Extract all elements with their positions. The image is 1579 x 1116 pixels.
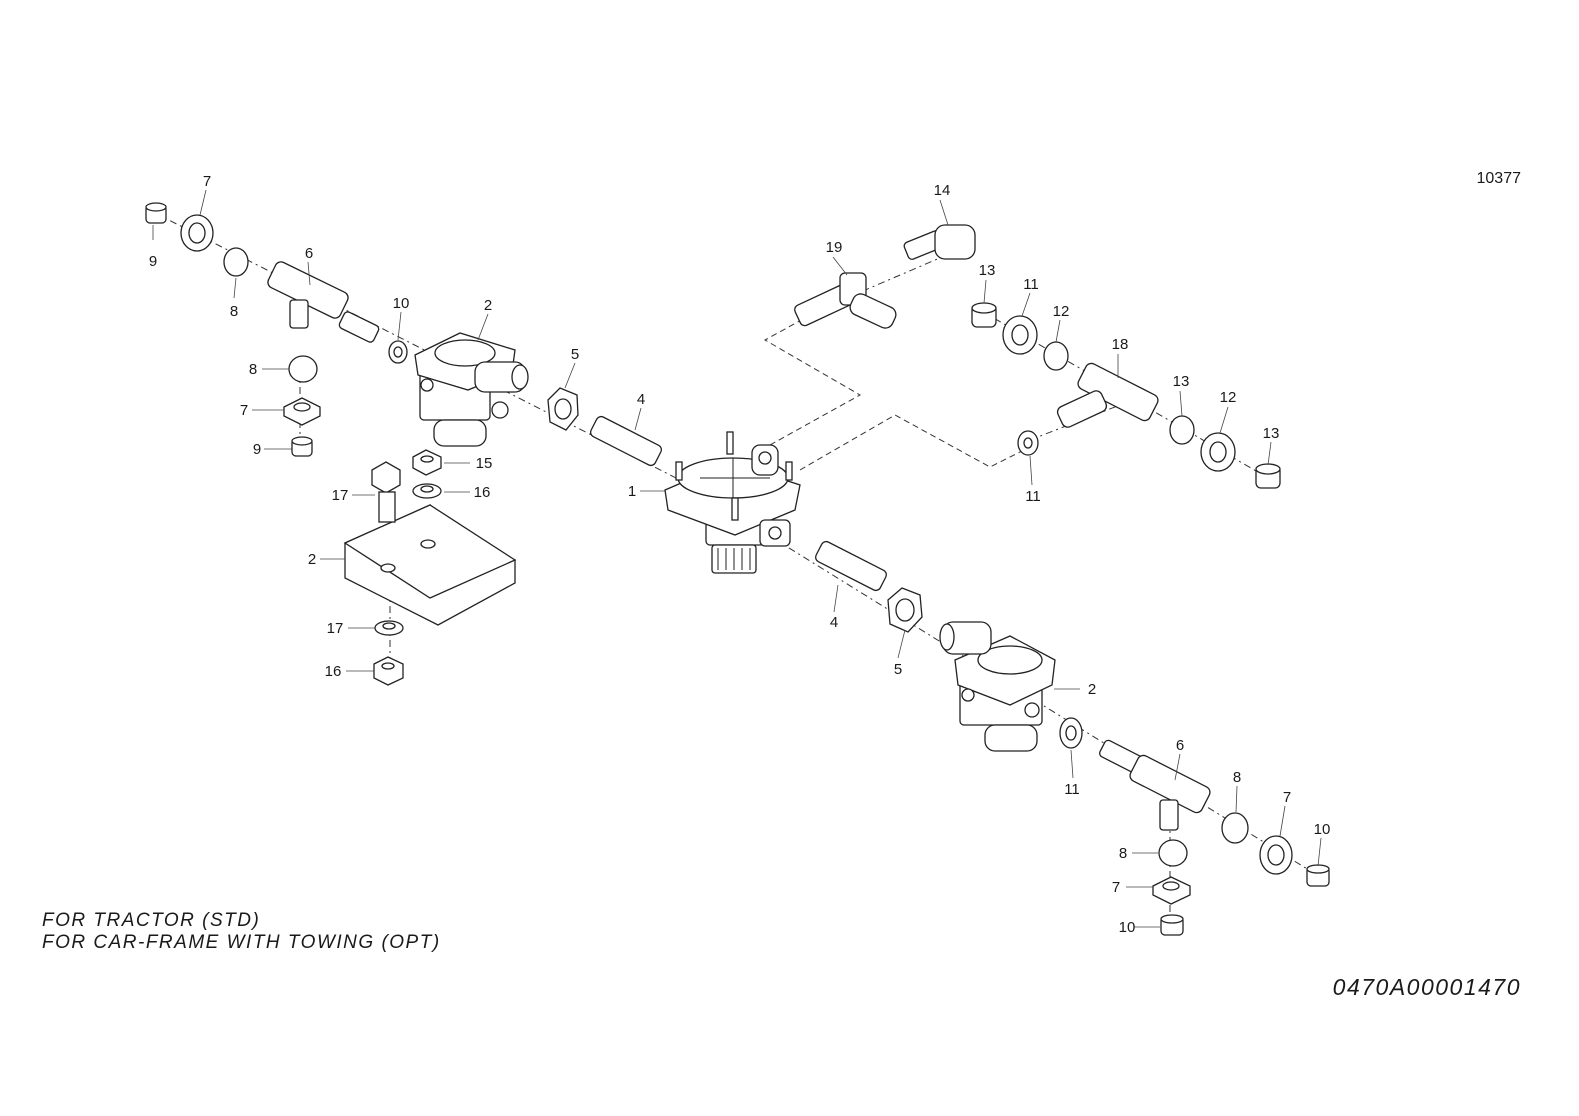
washer-lower	[374, 620, 404, 636]
callout-9: 10	[1314, 821, 1331, 838]
hex-nut-5-b	[887, 587, 923, 633]
olive-12-b	[1169, 415, 1195, 445]
bolt	[371, 461, 401, 523]
tee-fitting-6-b	[1099, 739, 1211, 831]
union-nut-11-b	[1200, 432, 1236, 472]
fitting-sleeve-9-b	[291, 436, 313, 457]
callout-17: 17	[332, 487, 349, 504]
reference-number: 10377	[1476, 170, 1522, 187]
callout-7: 7	[240, 402, 248, 419]
elbow-fitting-14	[903, 224, 976, 260]
sleeve-13-a	[971, 302, 997, 328]
sealing-ring-10-b	[1059, 717, 1083, 749]
fitting-sleeve-9-a	[145, 202, 167, 224]
callout-14: 14	[934, 182, 951, 199]
callout-15: 15	[476, 455, 493, 472]
sleeve-13-b	[1255, 463, 1281, 489]
callout-4: 4	[830, 614, 838, 631]
callout-16: 16	[474, 484, 491, 501]
tee-fitting-19	[794, 272, 897, 329]
hex-nut-upper	[412, 449, 442, 476]
callout-9: 10	[1119, 919, 1136, 936]
tee-fitting-6-a	[267, 261, 380, 343]
callout-15: 16	[325, 663, 342, 680]
connector-4-a	[590, 415, 662, 467]
callout-8: 8	[230, 303, 238, 320]
hex-nut-5-a	[547, 387, 579, 431]
leader-lines	[152, 189, 1322, 928]
callout-6: 6	[305, 245, 313, 262]
hex-nut-lower	[373, 656, 404, 686]
callout-7: 7	[203, 173, 211, 190]
callout-4: 4	[637, 391, 645, 408]
olive-8-c	[1221, 812, 1249, 844]
callout-8: 8	[1119, 845, 1127, 862]
mounting-bracket	[343, 503, 517, 626]
callout-12: 13	[1173, 373, 1190, 390]
union-nut-7-b	[283, 397, 321, 426]
union-nut-11-a	[1002, 315, 1038, 355]
callout-12: 12	[1053, 303, 1070, 320]
relay-valve-upper	[414, 332, 529, 447]
callout-10: 11	[1064, 781, 1080, 798]
callout-8: 8	[249, 361, 257, 378]
sealing-ring-10-c	[1017, 430, 1039, 456]
callout-6: 6	[1176, 737, 1184, 754]
olive-8-a	[223, 247, 249, 277]
olive-8-b	[288, 355, 318, 383]
callout-8: 8	[1233, 769, 1241, 786]
relay-valve	[664, 431, 801, 574]
callout-16: 17	[327, 620, 344, 637]
note-line: FOR TRACTOR (STD)	[42, 910, 261, 931]
callout-9: 9	[149, 253, 157, 270]
callout-13: 13	[979, 262, 996, 279]
washer-upper	[412, 483, 442, 499]
fitting-sleeve-9-d	[1160, 914, 1184, 936]
olive-12-a	[1043, 341, 1069, 371]
callout-5: 5	[894, 661, 902, 678]
tee-fitting-18	[1056, 362, 1159, 428]
callout-19: 19	[826, 239, 843, 256]
callout-7: 7	[1112, 879, 1120, 896]
callout-labels: 9 7 8 6 10 2 8 7 9 5 4 1 15 16 17 2 17 1…	[149, 173, 1331, 936]
union-nut-7-d	[1152, 876, 1191, 905]
callout-1: 1	[628, 483, 636, 500]
application-notes: FOR TRACTOR (STD) FOR CAR-FRAME WITH TOW…	[42, 910, 441, 954]
callout-11: 11	[1023, 276, 1039, 293]
callout-18: 18	[1112, 336, 1129, 353]
fitting-sleeve-9-c	[1306, 864, 1330, 887]
olive-8-d	[1158, 839, 1188, 867]
sealing-ring-10-a	[388, 340, 408, 364]
callout-2: 2	[1088, 681, 1096, 698]
callout-3: 2	[308, 551, 316, 568]
callout-9: 9	[253, 441, 261, 458]
union-nut-7-a	[180, 214, 214, 252]
callout-2: 2	[484, 297, 492, 314]
drawing-part-code: 0470A00001470	[1332, 974, 1521, 1000]
callout-11: 12	[1220, 389, 1237, 406]
callout-7: 7	[1283, 789, 1291, 806]
relay-valve-lower	[939, 621, 1056, 752]
callout-13: 13	[1263, 425, 1280, 442]
callout-5: 5	[571, 346, 579, 363]
union-nut-7-c	[1259, 835, 1293, 875]
callout-10: 11	[1025, 488, 1041, 505]
note-line: FOR CAR-FRAME WITH TOWING (OPT)	[42, 932, 441, 953]
callout-10: 10	[393, 295, 410, 312]
connector-4-b	[815, 540, 887, 592]
air-line-paths	[763, 317, 1031, 471]
